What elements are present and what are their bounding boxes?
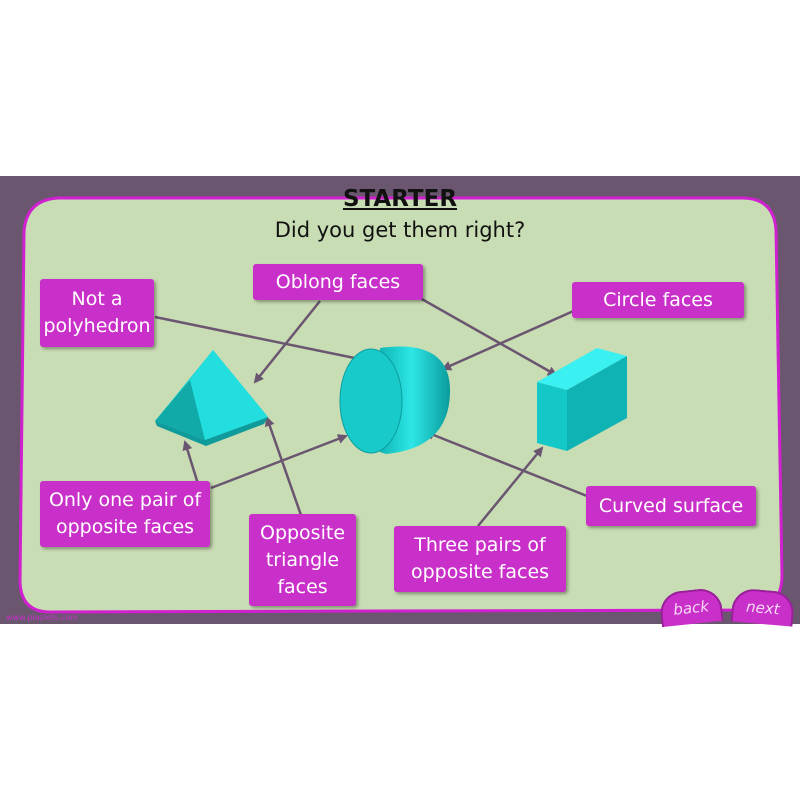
arrow-not-polyhedron-to-cylinder (154, 315, 376, 366)
label-not-polyhedron: Not a polyhedron (40, 279, 154, 347)
arrows (154, 296, 593, 527)
arrow-oblong-to-prism (253, 300, 321, 384)
page-title: STARTER (342, 186, 458, 212)
arrow-one-pair-to-prism (182, 440, 200, 485)
label-curved-surface: Curved surface (586, 486, 756, 526)
arrow-oblong-to-cuboid (419, 296, 558, 377)
arrow-one-pair-to-cylinder (210, 434, 348, 490)
label-circle-faces: Circle faces (572, 282, 744, 318)
slide: STARTER Did you get them right? Not a po… (0, 176, 800, 628)
page-subtitle: Did you get them right? (274, 218, 526, 242)
credit-text[interactable]: www.plazlets.com (6, 613, 78, 622)
label-three-pairs-opposite-faces: Three pairs of opposite faces (394, 526, 566, 592)
label-oblong-faces: Oblong faces (253, 264, 423, 300)
cuboid (537, 348, 627, 451)
arrow-curved-to-cylinder (424, 430, 593, 500)
cylinder (339, 346, 451, 454)
label-opposite-triangle-faces: Opposite triangle faces (249, 514, 356, 606)
arrow-three-pairs-to-cuboid (477, 446, 544, 527)
triangular-prism (155, 350, 268, 446)
arrow-triangle-to-prism (264, 416, 304, 519)
arrow-circle-to-cylinder (441, 307, 579, 371)
label-one-pair-opposite-faces: Only one pair of opposite faces (40, 481, 210, 547)
